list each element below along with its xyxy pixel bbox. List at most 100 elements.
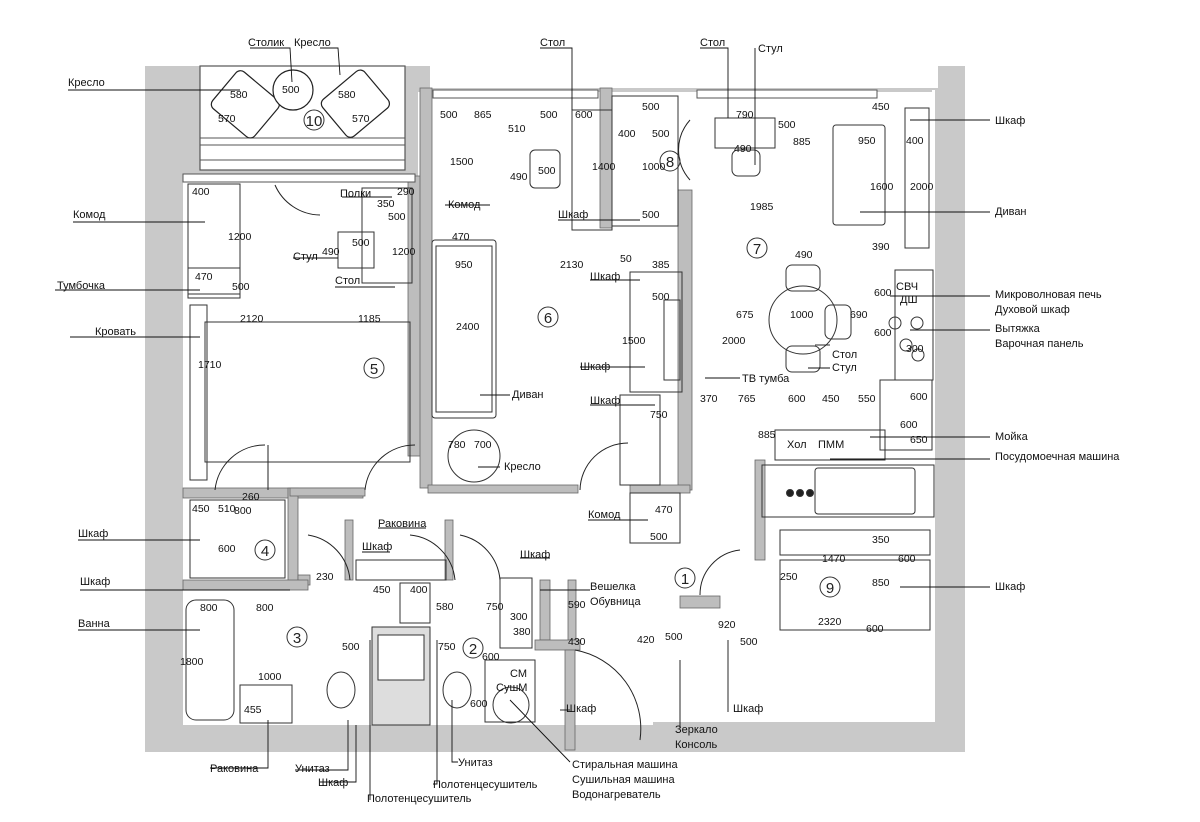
dim: 2400 [456,321,480,333]
dim: 470 [195,271,213,283]
dim: 230 [316,571,334,583]
label-vytyazhka: Вытяжка [995,323,1041,335]
dim: 2000 [910,181,934,193]
dim: 500 [740,636,758,648]
room-1: 1 [681,571,689,588]
dim: 885 [758,429,776,441]
dim: 490 [322,246,340,258]
label-divan-r: Диван [995,206,1027,218]
dim: 510 [218,503,236,515]
dim: 590 [568,599,586,611]
room-2: 2 [469,641,477,658]
dim: 2130 [560,259,584,271]
label-stul-5: Стул [293,251,318,263]
label-stolik: Столик [248,37,284,49]
dim: 500 [538,165,556,177]
callout-labels: Столик Кресло Кресло Стол Стол Стул Шкаф… [57,37,1120,805]
room-9: 9 [826,580,834,597]
windows [182,89,878,183]
label-obuvnica: Обувница [590,596,641,608]
room-numbers [254,109,841,659]
dim: 950 [858,135,876,147]
dim: 490 [510,171,528,183]
dim: 420 [637,634,655,646]
label-shkaf-920: Шкаф [733,703,763,715]
label-rakovina-top: Раковина [378,518,427,530]
dim: 250 [780,571,798,583]
room-10: 10 [306,113,323,130]
room-4: 4 [261,543,269,560]
dim: 600 [788,393,806,405]
label-veshelka: Вешелка [590,581,637,593]
label-sushm: СушМ [496,682,527,694]
label-sushil: Сушильная машина [572,774,675,786]
label-shkaf-r9: Шкаф [995,581,1025,593]
dim: 1000 [642,161,666,173]
dim: 1200 [228,231,252,243]
dim: 570 [218,113,236,125]
dim: 850 [872,577,890,589]
dim: 690 [850,309,868,321]
dim: 1500 [622,335,646,347]
dim: 1000 [258,671,282,683]
dim: 500 [665,631,683,643]
dim: 750 [438,641,456,653]
dim: 600 [866,623,884,635]
label-pmm: ПММ [818,439,844,451]
dim: 500 [388,211,406,223]
label-unitaz2: Унитаз [458,757,493,769]
dim: 920 [718,619,736,631]
label-stul-top: Стул [758,43,783,55]
door-swings [214,119,741,741]
room-5: 5 [370,361,378,378]
dim: 650 [910,434,928,446]
dim: 370 [700,393,718,405]
dim: 490 [795,249,813,261]
label-shkaf-mid2: Шкаф [590,271,620,283]
dim: 500 [652,128,670,140]
dimension-labels: 500 580 570 580 570 500 865 510 500 600 … [180,84,934,716]
label-vanna: Ванна [78,618,111,630]
dim: 600 [482,651,500,663]
dim: 470 [655,504,673,516]
label-shkaf-mid1: Шкаф [558,209,588,221]
label-unitaz3: Унитаз [295,763,330,775]
dim: 500 [650,531,668,543]
room-3: 3 [293,630,301,647]
dim: 750 [486,601,504,613]
dim: 400 [618,128,636,140]
dim: 450 [373,584,391,596]
dim: 390 [872,241,890,253]
dim: 600 [898,553,916,565]
dim: 1500 [450,156,474,168]
dim: 400 [906,135,924,147]
room-number-labels: 1 2 3 4 5 6 7 8 9 10 [261,113,834,658]
label-mikro: Микроволновая печь [995,289,1102,301]
label-kreslo-left: Кресло [68,77,105,89]
dim: 600 [900,419,918,431]
label-divan-6: Диван [512,389,544,401]
label-shkaf-mid3: Шкаф [580,361,610,373]
dim: 570 [352,113,370,125]
dim: 1710 [198,359,222,371]
label-stol-top: Стол [540,37,565,49]
dim: 1600 [870,181,894,193]
label-zerkalo: Зеркало [675,724,718,736]
dim: 550 [858,393,876,405]
dim: 455 [244,704,262,716]
dim: 600 [575,109,593,121]
kitchen-furniture [714,107,935,631]
dim: 800 [256,602,274,614]
room-6: 6 [544,310,552,327]
dim: 470 [452,231,470,243]
leader-lines [55,47,990,800]
dim: 450 [822,393,840,405]
label-moyka: Мойка [995,431,1029,443]
dim: 2120 [240,313,264,325]
label-shkaf-mid4: Шкаф [590,395,620,407]
dim: 300 [510,611,528,623]
dim: 675 [736,309,754,321]
dim: 1985 [750,201,774,213]
label-stol-top2: Стол [700,37,725,49]
